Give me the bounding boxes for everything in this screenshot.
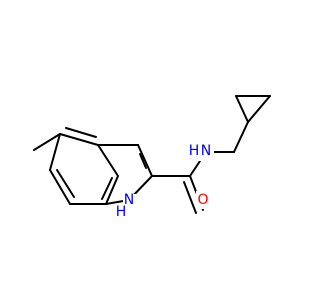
bond-c3a-c7a-double: [101, 177, 113, 200]
label-mask-amide-hydrogen: [191, 141, 199, 161]
bond-c3-c2: [137, 144, 153, 177]
label-mask-carbonyl-oxygen: [196, 191, 211, 209]
atom-labels: N H N H O: [115, 141, 214, 220]
carbonyl-oxygen-label: O: [197, 192, 208, 208]
molecule-structure: N H N H O: [33, 95, 271, 220]
bond-cyclopropyl-a: [235, 95, 249, 123]
bond-c5-c4-double: [65, 127, 97, 138]
indole-nitrogen-label: N: [124, 192, 134, 208]
bond-c7-c6-double: [56, 169, 75, 198]
label-mask-indole-nitrogen: [123, 194, 136, 208]
amide-nitrogen-label: N: [201, 143, 211, 159]
bond-c5-c4: [59, 133, 99, 146]
label-mask-indole-hydrogen: [115, 205, 127, 220]
bond-cyclopropyl-c: [247, 95, 271, 123]
bond-c7-c6: [49, 169, 71, 205]
label-mask-amide-nitrogen: [198, 141, 214, 161]
bonds: [33, 95, 271, 214]
bond-c3-c2-double: [139, 153, 147, 169]
bond-c6-c5: [49, 133, 61, 171]
bond-c3a-c7a: [105, 175, 119, 205]
bond-carbonyl-oxygen-double: [183, 181, 197, 214]
bond-c4-c3a: [97, 144, 119, 177]
amide-hydrogen-label: H: [189, 143, 200, 159]
bond-ch2-cyclopropyl: [233, 121, 249, 153]
bond-methyl: [33, 133, 61, 151]
indole-hydrogen-label: H: [116, 204, 127, 220]
